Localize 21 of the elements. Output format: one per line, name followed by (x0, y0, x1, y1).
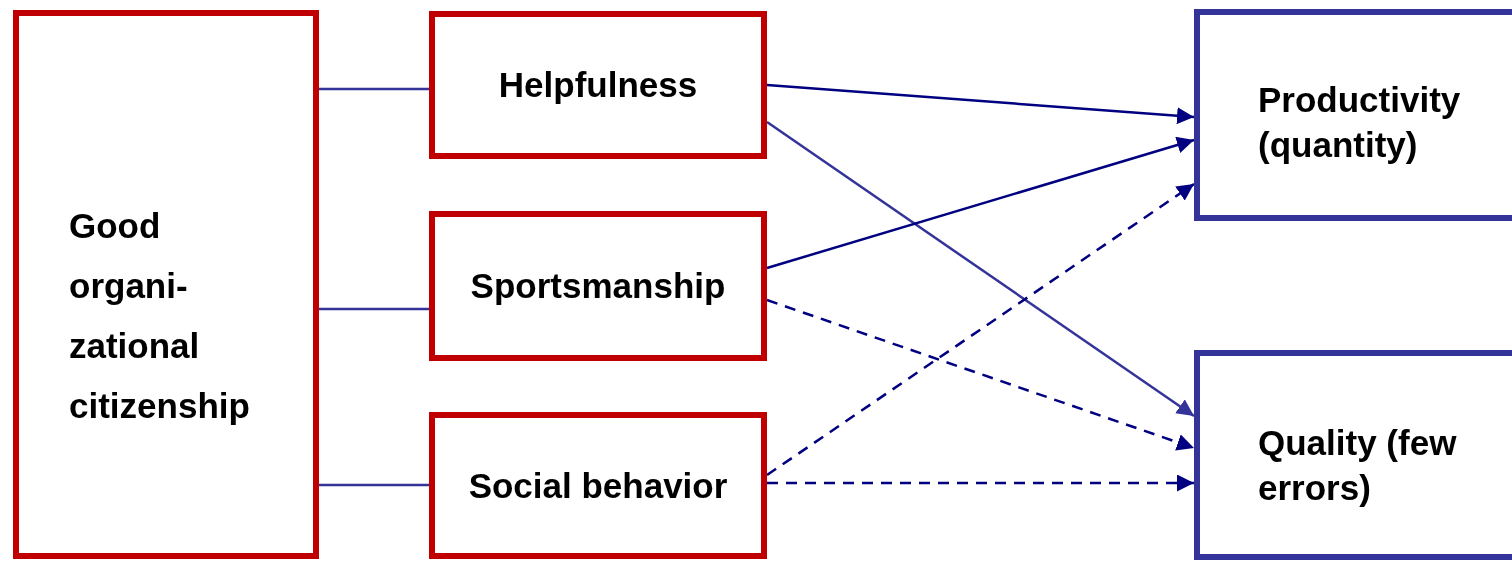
concept-box (1194, 350, 1512, 560)
box-label: Helpfulness (497, 65, 699, 105)
arrow (767, 474, 1194, 492)
concept-box (13, 10, 319, 559)
box-label: Sportsmanship (469, 266, 727, 306)
concept-box (429, 412, 767, 559)
arrow (766, 298, 1195, 451)
concept-box (1194, 9, 1512, 221)
concept-box (429, 211, 767, 361)
arrow (766, 120, 1195, 418)
connector-line (319, 483, 429, 487)
concept-box (429, 11, 767, 159)
arrow (766, 136, 1195, 270)
connector-line (319, 307, 429, 311)
arrow (766, 83, 1195, 125)
box-label: Good organi- zational citizenship (69, 205, 251, 427)
arrow (766, 182, 1195, 477)
box-label: Productivity (quantity) (1258, 79, 1462, 166)
box-label: Social behavior (467, 465, 729, 506)
connector-line (319, 87, 429, 91)
box-label: Quality (few errors) (1258, 422, 1458, 509)
